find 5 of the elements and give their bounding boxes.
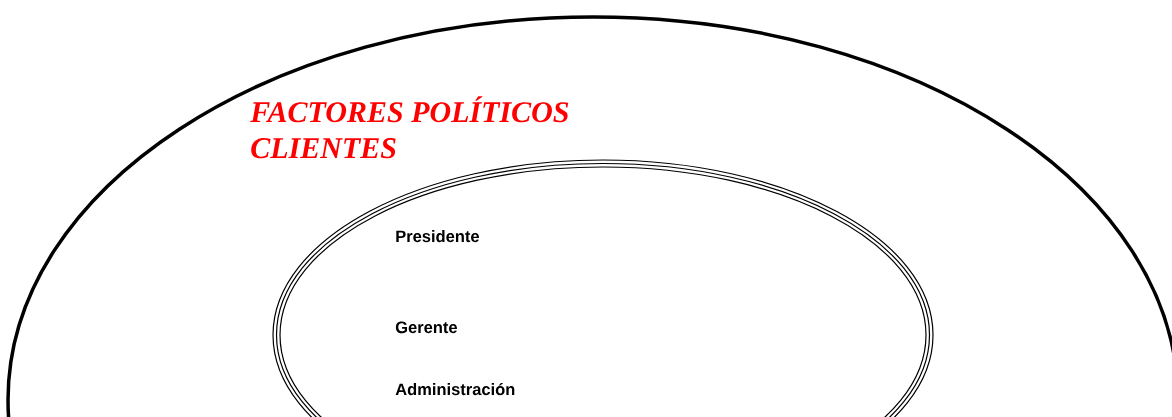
label-text: FACTORES POLÍTICOS (250, 96, 569, 123)
label-text: CLIENTES (251, 138, 396, 159)
label-text: Presidente (396, 230, 479, 243)
label-text: Gerente (395, 321, 457, 334)
label-text: Administración (395, 382, 515, 396)
